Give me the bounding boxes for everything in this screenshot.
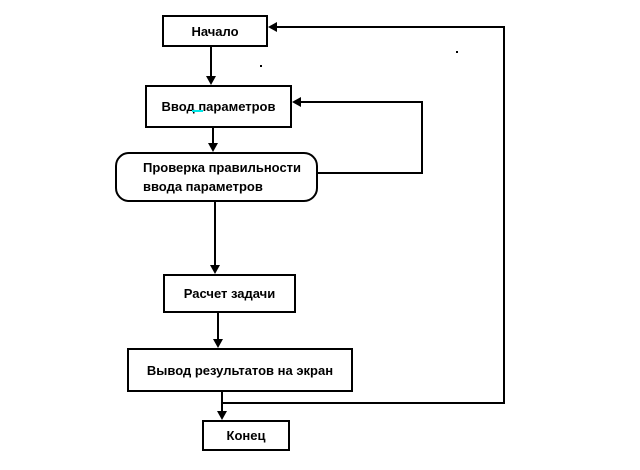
stray-dot-right xyxy=(456,51,458,53)
edge-loop-input-arrowhead-icon xyxy=(292,97,301,107)
node-input-label: Ввод параметров xyxy=(161,99,276,114)
node-start-label: Начало xyxy=(191,23,239,39)
edge-start-input-line xyxy=(210,47,212,76)
flowchart-node-start: Начало xyxy=(162,15,268,47)
edge-loop-far-right-top-line xyxy=(277,26,505,28)
edge-loop-check-right-line xyxy=(318,172,423,174)
edge-loop-inner-vertical-line xyxy=(421,101,423,174)
node-output-label: Вывод результатов на экран xyxy=(146,362,334,378)
edge-start-input-arrowhead-icon xyxy=(206,76,216,85)
stray-dot-left xyxy=(260,65,262,67)
edge-input-check-arrowhead-icon xyxy=(208,143,218,152)
edge-calc-output-arrowhead-icon xyxy=(213,339,223,348)
edge-loop-to-end-junction-line xyxy=(222,402,504,404)
node-calc-label: Расчет задачи xyxy=(183,286,276,301)
node-end-label: Конец xyxy=(226,428,266,443)
flowchart-node-end: Конец xyxy=(202,420,290,451)
edge-output-end-line xyxy=(221,392,223,411)
flowchart-node-output-results: Вывод результатов на экран xyxy=(127,348,353,392)
flowchart-node-check-params: Проверка правильности ввода параметров xyxy=(115,152,318,202)
edge-loop-far-right-vertical-line xyxy=(503,26,505,404)
edge-loop-start-arrowhead-icon xyxy=(268,22,277,32)
edge-calc-output-line xyxy=(217,313,219,339)
node-check-label-line2: ввода параметров xyxy=(143,179,263,194)
edge-loop-inner-top-line xyxy=(301,101,422,103)
flowchart-node-input-params: Ввод параметров xyxy=(145,85,292,128)
edge-input-check-line xyxy=(212,128,214,143)
cyan-underline-artifact xyxy=(192,110,203,112)
edge-output-end-arrowhead-icon xyxy=(217,411,227,420)
edge-check-calc-line xyxy=(214,202,216,265)
flowchart-node-calculation: Расчет задачи xyxy=(163,274,296,313)
edge-check-calc-arrowhead-icon xyxy=(210,265,220,274)
node-check-label-line1: Проверка правильности xyxy=(143,160,302,175)
node-check-label: Проверка правильности ввода параметров xyxy=(143,158,301,196)
